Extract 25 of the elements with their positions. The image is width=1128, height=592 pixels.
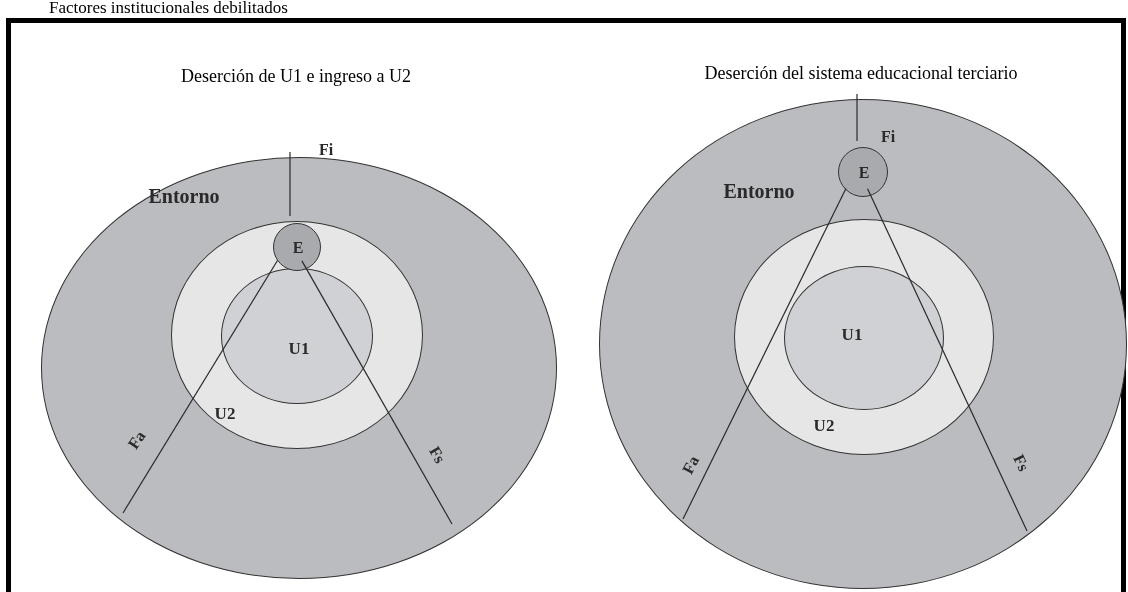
force-line [122, 259, 279, 514]
edge-label: Fs [1009, 450, 1034, 476]
edge-label: Fa [123, 426, 150, 454]
force-line [866, 188, 1028, 532]
edge-label: Fi [318, 140, 334, 160]
force-line [856, 93, 858, 142]
region-label: E [292, 238, 304, 258]
figure-heading: Factores institucionales debilitados [49, 0, 288, 17]
region-label: U1 [841, 324, 863, 347]
force-line [301, 260, 453, 525]
edge-label: Fs [425, 442, 450, 468]
force-line [682, 187, 847, 520]
edge-label: Fa [677, 451, 704, 479]
student-circle [273, 223, 321, 271]
student-circle [838, 147, 888, 197]
force-line [289, 151, 291, 217]
region-label: Entorno [148, 184, 220, 209]
edge-label: Fi [880, 127, 896, 147]
region-label: Entorno [723, 179, 795, 204]
panel-title: Deserción del sistema educacional terciario [704, 61, 1018, 85]
region-label: U2 [813, 415, 835, 438]
region-label: U2 [214, 403, 236, 426]
region-label: E [858, 163, 870, 183]
panel-title: Deserción de U1 e ingreso a U2 [181, 64, 411, 88]
region-label: U1 [288, 338, 310, 361]
